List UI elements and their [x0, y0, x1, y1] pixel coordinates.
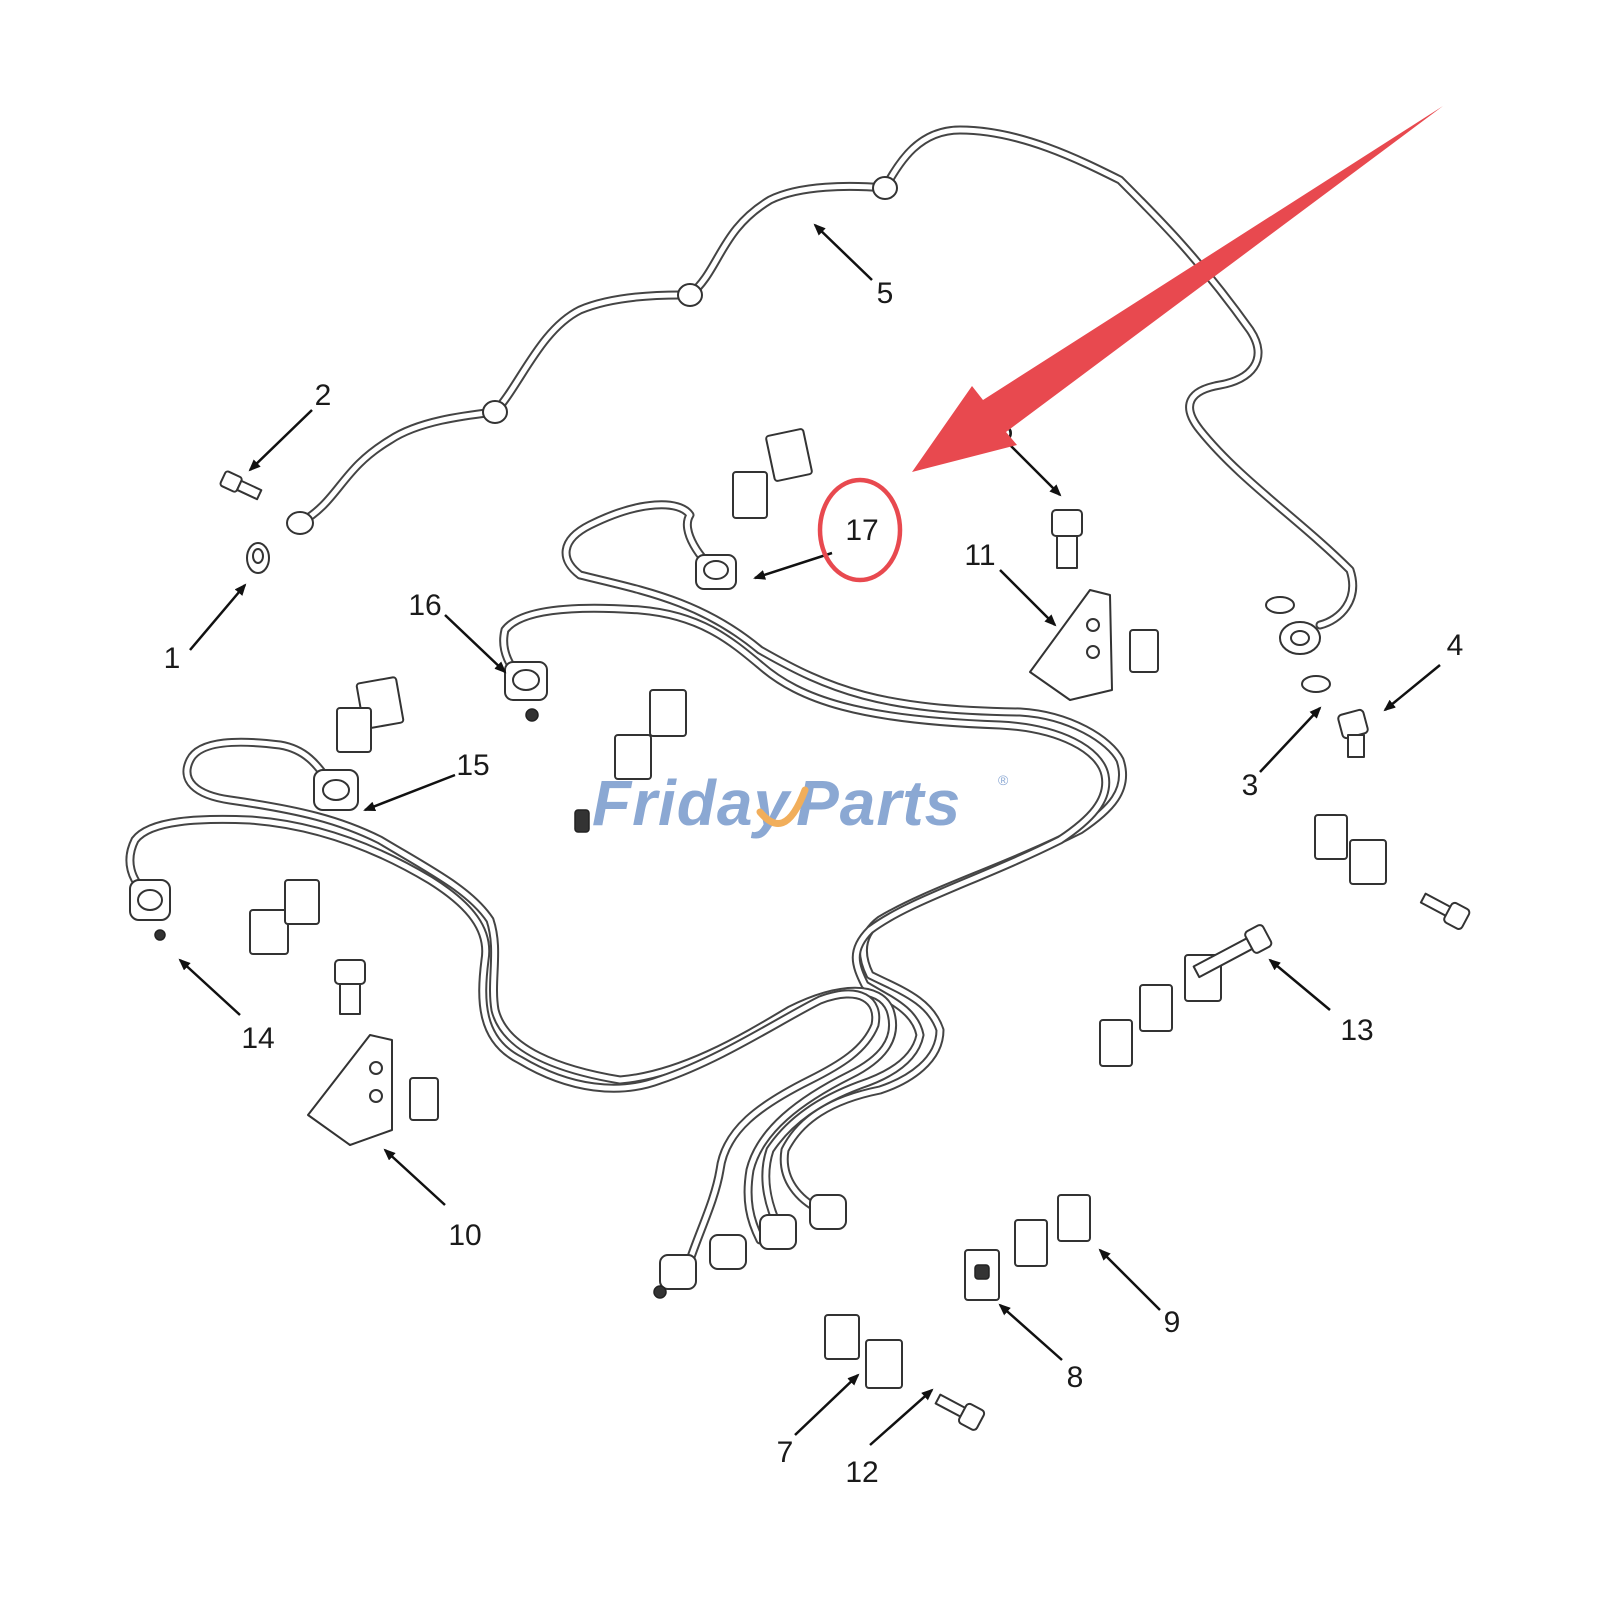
callout-2: 2 [315, 379, 332, 412]
watermark-logo: FridayParts ® [592, 767, 1009, 839]
bolt-13 [1192, 924, 1273, 979]
clamp-plates-mid [574, 689, 687, 833]
pipe-nuts [129, 554, 847, 1299]
callout-16: 16 [408, 589, 441, 622]
highlight-annotation [817, 106, 1443, 583]
bracket-11 [1029, 589, 1159, 701]
callout-14: 14 [241, 1022, 274, 1055]
clamp-plates-17 [732, 428, 813, 519]
nut-14 [129, 879, 171, 941]
bracket-10 [307, 1034, 439, 1146]
bolt-12 [934, 1393, 986, 1431]
hardware [219, 428, 1471, 1431]
watermark-registered: ® [998, 772, 1009, 788]
callout-4: 4 [1447, 629, 1464, 662]
nut-17 [695, 554, 737, 590]
callout-3: 3 [1242, 769, 1259, 802]
fuel-line-bundle [125, 500, 1128, 1265]
callout-9: 9 [1164, 1306, 1181, 1339]
bolt-4 [1337, 708, 1369, 758]
highlight-arrow [912, 106, 1443, 472]
clamp-1 [246, 542, 270, 574]
clamp-plates-14 [249, 879, 320, 955]
clamp-plates-7-12 [824, 1314, 903, 1389]
callout-11: 11 [964, 539, 995, 572]
fuel-line-5 [286, 125, 1358, 655]
leader-lines [178, 223, 1441, 1446]
callout-17: 17 [845, 514, 878, 547]
callout-8: 8 [1067, 1361, 1084, 1394]
svg-text:FridayParts: FridayParts [592, 767, 961, 839]
watermark-part1: Friday [592, 767, 792, 839]
nuts-bottom [653, 1194, 847, 1299]
bolt-2 [219, 470, 263, 501]
clamp-plates-8-9 [964, 1194, 1091, 1301]
callout-7: 7 [777, 1436, 794, 1469]
watermark-part2: Parts [796, 767, 961, 839]
callout-1: 1 [164, 642, 181, 675]
callout-13: 13 [1340, 1014, 1373, 1047]
watermark-swoosh [756, 786, 809, 827]
nut-16 [504, 661, 548, 722]
callout-15: 15 [456, 749, 489, 782]
bolt-top-right [1419, 892, 1471, 930]
callout-12: 12 [845, 1456, 878, 1489]
bolt-10-top [334, 959, 366, 1015]
washers-3 [1265, 596, 1331, 693]
clamp-plates-15 [336, 676, 405, 753]
clamp-plates-13 [1099, 814, 1387, 1067]
callout-10: 10 [448, 1219, 481, 1252]
callout-labels: 1 2 3 4 5 6 7 8 9 10 11 12 13 14 15 16 1… [164, 277, 1464, 1489]
callout-5: 5 [877, 277, 894, 310]
bolt-6 [1051, 509, 1083, 569]
highlight-circle [817, 477, 903, 583]
nut-15 [313, 769, 359, 811]
